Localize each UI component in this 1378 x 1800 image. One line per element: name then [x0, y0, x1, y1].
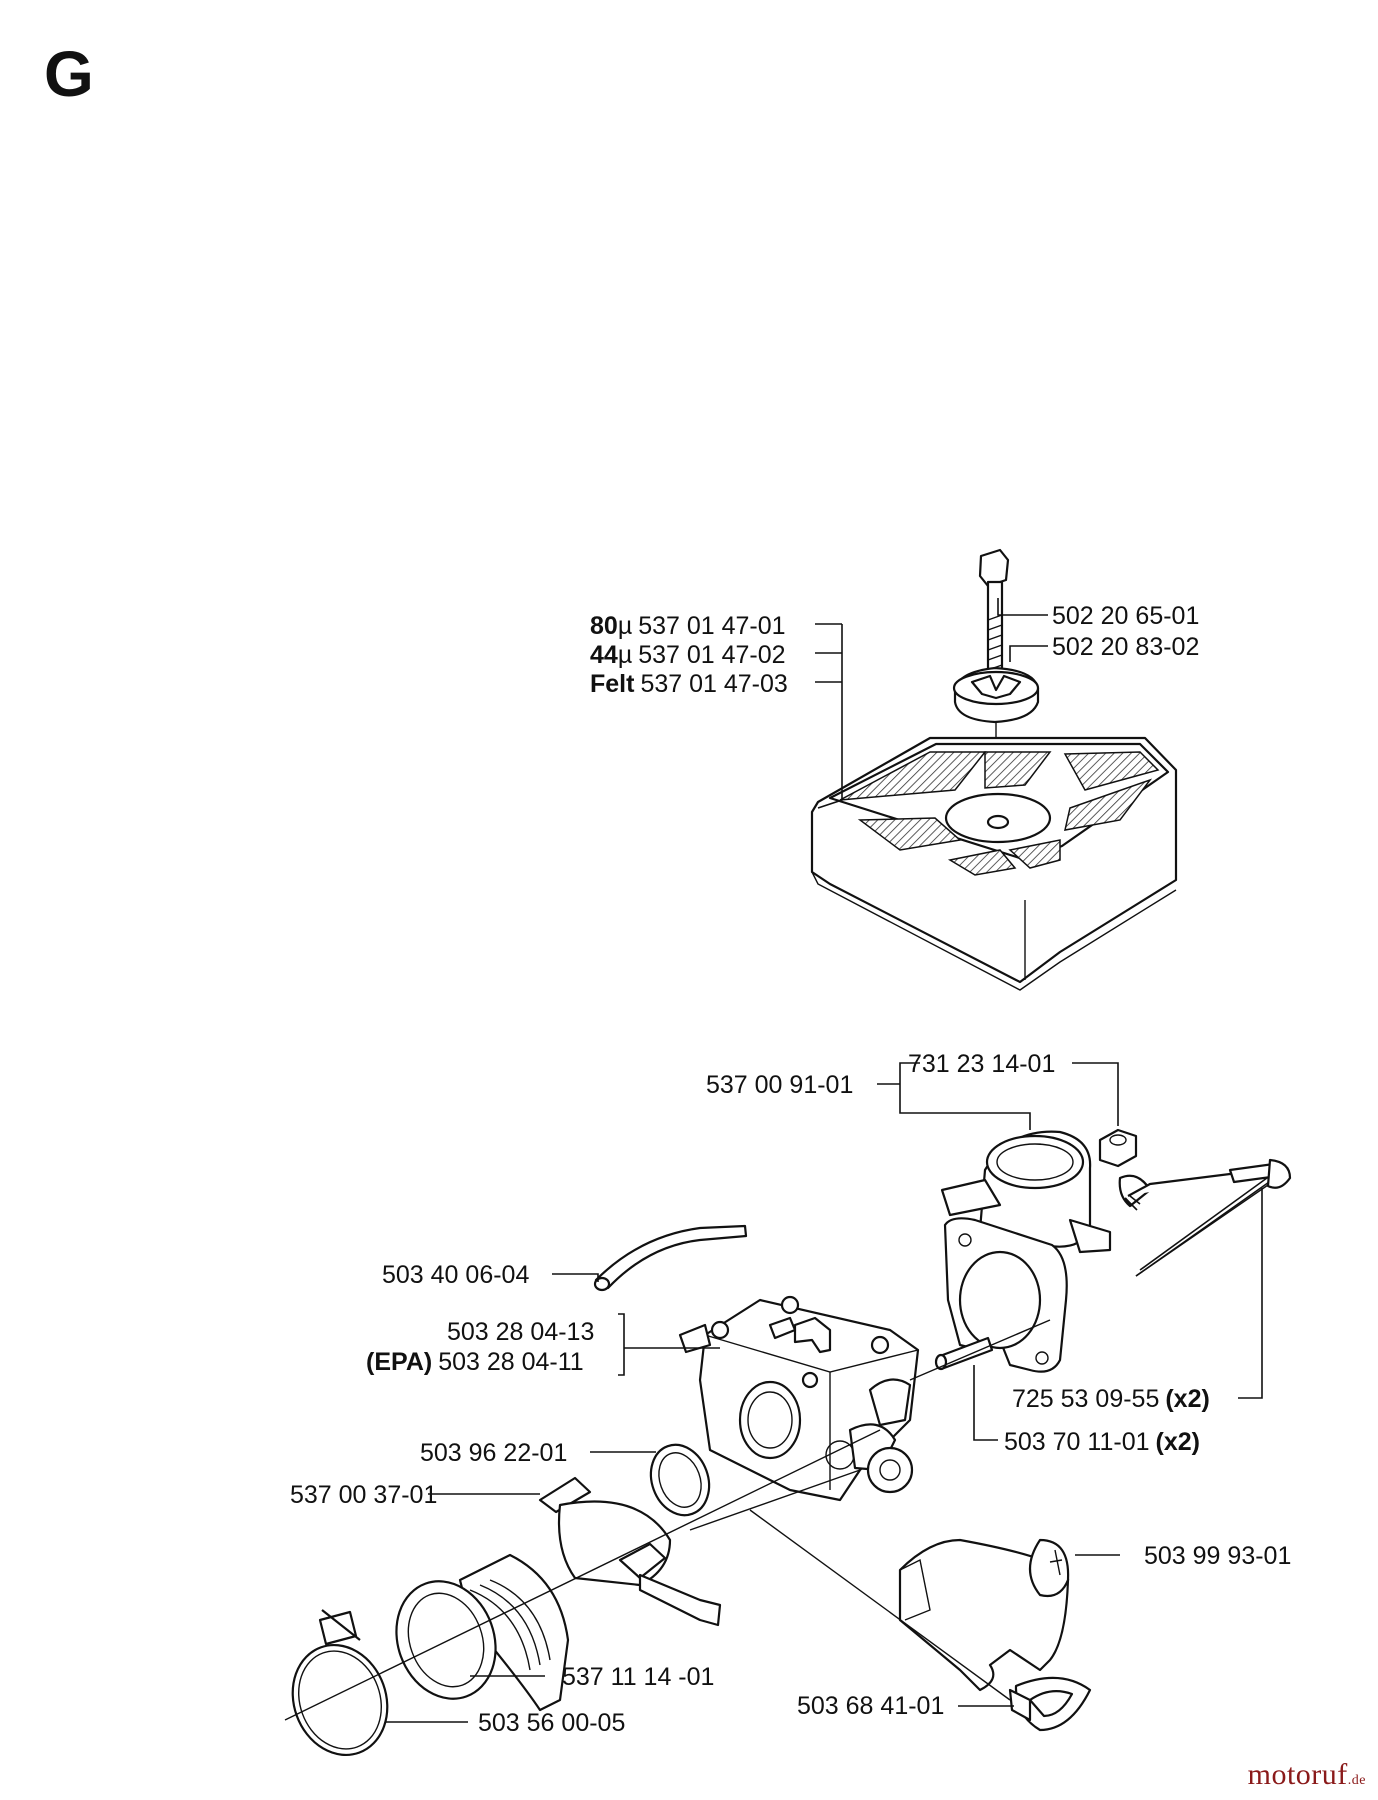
fuel-hose-label: 503 40 06-04: [382, 1261, 529, 1289]
adjuster-drawing: [1008, 1676, 1092, 1732]
filter-bolt-drawing: [978, 548, 1010, 684]
filter-knob-drawing: [952, 666, 1040, 724]
carburetor-label: 503 28 04-13: [447, 1318, 594, 1346]
clamp-bracket-label: 537 00 37-01: [290, 1481, 437, 1509]
carburetor-drawing: [678, 1295, 920, 1502]
choke-lever-drawing: [898, 1538, 1070, 1692]
gasket-ring-label: 503 96 22-01: [420, 1439, 567, 1467]
hose-clamp-drawing: [291, 1609, 389, 1757]
intake-adapter-drawing: [940, 1130, 1112, 1254]
intake-assembly-label: 537 00 91-01: [706, 1071, 853, 1099]
gasket-ring-drawing: [649, 1443, 711, 1517]
fuel-hose-drawing: [593, 1224, 748, 1292]
gasket-plate-drawing: [943, 1217, 1068, 1373]
air-filter-drawing: [810, 736, 1178, 991]
watermark-logo: motoruf.de: [1247, 1758, 1366, 1791]
filter-bolt-label: 502 20 65-01: [1052, 602, 1199, 630]
adjuster-label: 503 68 41-01: [797, 1692, 944, 1720]
leader-lines: [385, 598, 1263, 1723]
nut-drawing: [1098, 1128, 1138, 1168]
intake-boot-drawing: [395, 1553, 570, 1712]
nut-label: 731 23 14-01: [908, 1050, 1055, 1078]
intake-boot-label: 537 11 14 -01: [562, 1663, 714, 1691]
choke-lever-label: 503 99 93-01: [1144, 1542, 1291, 1570]
hose-clamp-label: 503 56 00-05: [478, 1709, 625, 1737]
long-bolt-drawing: [1118, 1158, 1292, 1277]
carburetor-epa-label: (EPA)503 28 04-11: [366, 1348, 584, 1376]
bolt-label: 725 53 09-55(x2): [1012, 1385, 1210, 1413]
filter-knob-label: 502 20 83-02: [1052, 633, 1199, 661]
clamp-bracket-drawing: [538, 1476, 722, 1627]
sleeve-label: 503 70 11-01(x2): [1004, 1428, 1200, 1456]
page-section-letter: G: [44, 38, 94, 110]
